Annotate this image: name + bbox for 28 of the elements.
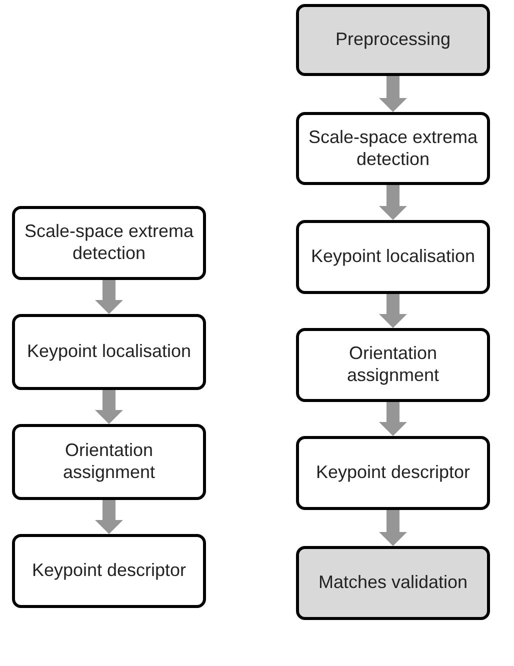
process-box: [12, 314, 206, 390]
process-box: [12, 206, 206, 280]
process-box: [296, 546, 490, 620]
process-box: [296, 436, 490, 510]
box-label: Preprocessing: [335, 29, 451, 51]
arrow: [379, 76, 407, 112]
box-label: Keypoint descriptor: [316, 462, 470, 484]
arrow: [379, 185, 407, 220]
arrow: [95, 390, 123, 424]
arrow: [95, 280, 123, 314]
box-label: Scale-space extrema detection: [23, 221, 195, 265]
arrow: [379, 402, 407, 436]
process-box: [296, 328, 490, 402]
process-box: [296, 220, 490, 294]
box-label: Keypoint descriptor: [32, 560, 186, 582]
arrow: [379, 510, 407, 546]
box-label: Keypoint localisation: [310, 246, 476, 268]
box-label: Matches validation: [318, 572, 468, 594]
arrow: [95, 500, 123, 534]
box-label: Orientation assignment: [346, 343, 440, 387]
process-box: [296, 112, 490, 185]
box-label: Scale-space extrema detection: [307, 126, 479, 170]
box-label: Orientation assignment: [62, 440, 156, 484]
process-box: [12, 534, 206, 608]
arrow: [379, 294, 407, 328]
process-box: [12, 424, 206, 500]
process-box: [296, 4, 490, 76]
box-label: Keypoint localisation: [26, 341, 192, 363]
